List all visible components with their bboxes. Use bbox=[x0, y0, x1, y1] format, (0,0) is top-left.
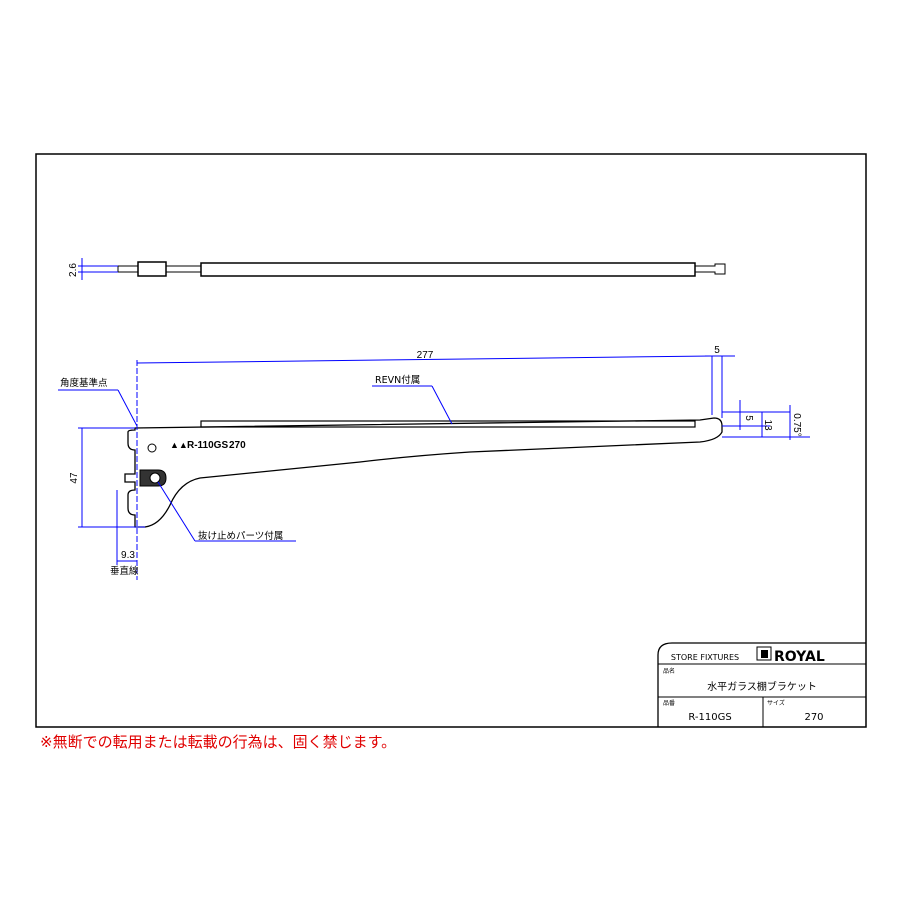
part-no: R-110GS bbox=[688, 712, 731, 723]
side-view: ▲▲ R-110GS 270 277 bbox=[58, 345, 810, 580]
dim-angle: 0.75° bbox=[791, 413, 802, 436]
engraving-size: 270 bbox=[229, 440, 246, 451]
dim-thickness: 2.6 bbox=[68, 263, 79, 277]
engraving-model: R-110GS bbox=[187, 440, 228, 451]
title-block: STORE FIXTURES ROYAL 品名 水平ガラス棚ブラケット 品番 R… bbox=[657, 642, 866, 727]
connector bbox=[137, 261, 167, 277]
callout-vertical-line: 垂直線 bbox=[110, 565, 139, 577]
revn-rail bbox=[200, 420, 696, 428]
drawing-frame bbox=[35, 153, 867, 728]
size-value: 270 bbox=[804, 712, 823, 723]
dim-offset: 9.3 bbox=[121, 550, 135, 561]
dim-tip-width: 5 bbox=[714, 345, 720, 356]
dim-height: 47 bbox=[69, 472, 80, 484]
size-label: サイズ bbox=[767, 699, 785, 707]
dim-tip-total: 13 bbox=[762, 419, 773, 431]
dim-length: 277 bbox=[417, 350, 434, 361]
product-name-label: 品名 bbox=[663, 667, 675, 675]
dim-tip-height: 5 bbox=[743, 415, 754, 421]
brand-name: ROYAL bbox=[774, 649, 825, 665]
company-name: STORE FIXTURES bbox=[671, 653, 739, 662]
hole bbox=[147, 443, 157, 453]
royal-logo-icon bbox=[756, 646, 772, 661]
callout-retainer: 抜け止めパーツ付属 bbox=[198, 530, 283, 542]
copyright-notice: ※無断での転用または転載の行為は、固く禁じます。 bbox=[40, 733, 397, 751]
product-name: 水平ガラス棚ブラケット bbox=[707, 680, 817, 693]
logo-mark: ▲▲ bbox=[170, 440, 188, 450]
callout-revn: REVN付属 bbox=[375, 375, 420, 386]
bracket-bar bbox=[200, 262, 696, 277]
part-no-label: 品番 bbox=[663, 700, 675, 707]
top-view: 2.6 bbox=[68, 258, 726, 280]
callout-angle-reference: 角度基準点 bbox=[60, 377, 108, 389]
